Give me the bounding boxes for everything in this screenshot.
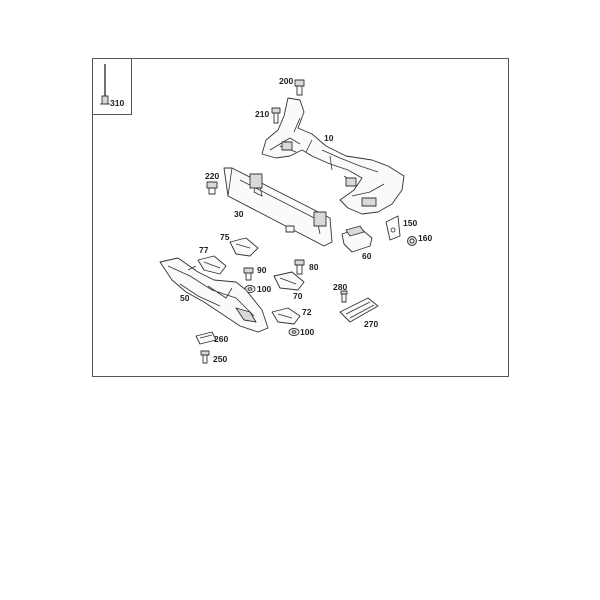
callout-280: 280 xyxy=(333,282,347,292)
callout-50: 50 xyxy=(180,293,190,303)
part-150-bracket[interactable] xyxy=(385,215,401,241)
part-30-bumper-beam[interactable] xyxy=(223,167,333,247)
callout-80: 80 xyxy=(309,262,319,272)
callout-270: 270 xyxy=(364,319,378,329)
part-270-rail[interactable] xyxy=(339,297,379,323)
part-220-bolt[interactable] xyxy=(206,181,218,195)
callout-72: 72 xyxy=(302,307,312,317)
part-260-clip[interactable] xyxy=(195,331,217,345)
inset-box xyxy=(92,58,132,115)
part-160-nut[interactable] xyxy=(407,236,417,246)
part-60-pad[interactable] xyxy=(341,225,373,253)
part-50-underbody-panel[interactable] xyxy=(159,257,269,333)
part-75-bracket[interactable] xyxy=(229,237,259,257)
part-280-pin[interactable] xyxy=(340,290,348,303)
callout-210: 210 xyxy=(255,109,269,119)
part-10-front-carrier[interactable] xyxy=(261,97,405,215)
callout-60: 60 xyxy=(362,251,372,261)
callout-75: 75 xyxy=(220,232,230,242)
callout-70: 70 xyxy=(293,291,303,301)
part-200-bolt[interactable] xyxy=(294,79,305,96)
callout-100-lower: 100 xyxy=(300,327,314,337)
part-77-bracket[interactable] xyxy=(197,255,227,275)
callout-260: 260 xyxy=(214,334,228,344)
part-72-bracket[interactable] xyxy=(271,307,301,325)
callout-100-upper: 100 xyxy=(257,284,271,294)
part-80-bolt[interactable] xyxy=(294,259,305,275)
part-310-bolt[interactable] xyxy=(100,64,110,105)
callout-77: 77 xyxy=(199,245,209,255)
callout-200: 200 xyxy=(279,76,293,86)
callout-30: 30 xyxy=(234,209,244,219)
callout-90: 90 xyxy=(257,265,267,275)
callout-160: 160 xyxy=(418,233,432,243)
callout-250: 250 xyxy=(213,354,227,364)
part-90-bolt[interactable] xyxy=(243,267,254,281)
part-70-bracket[interactable] xyxy=(273,271,305,291)
part-100-washer-lower[interactable] xyxy=(288,328,300,336)
callout-10: 10 xyxy=(324,133,334,143)
callout-310: 310 xyxy=(110,98,124,108)
callout-220: 220 xyxy=(205,171,219,181)
part-210-bolt[interactable] xyxy=(271,107,281,124)
callout-150: 150 xyxy=(403,218,417,228)
part-250-screw[interactable] xyxy=(200,350,210,364)
